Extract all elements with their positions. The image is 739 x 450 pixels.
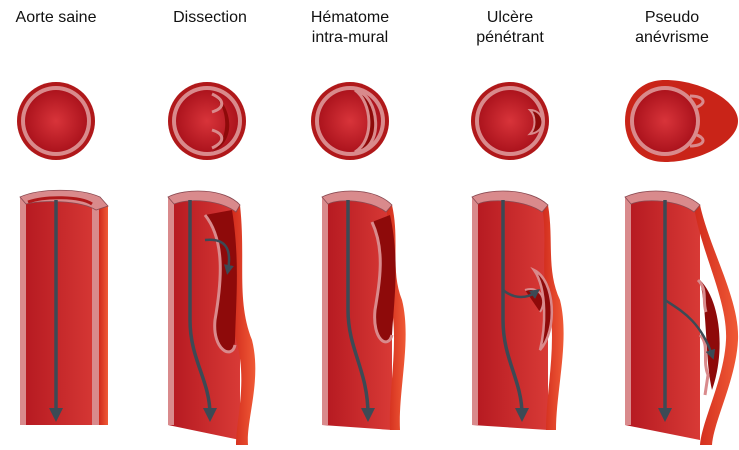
- panel-intramural-hematoma: [311, 82, 406, 430]
- panel-healthy: [17, 82, 108, 425]
- cross-section-healthy: [17, 82, 95, 160]
- panel-penetrating-ulcer: [471, 82, 564, 430]
- vessel-cutaway-pseudoaneurysm: [625, 191, 738, 445]
- cross-section-pseudoaneurysm: [625, 80, 738, 162]
- panel-pseudoaneurysm: [625, 80, 738, 445]
- vessel-cutaway-hematoma: [322, 191, 406, 430]
- vessel-cutaway-ulcer: [472, 191, 564, 430]
- cross-section-dissection: [168, 82, 246, 160]
- cross-section-ulcer: [471, 82, 549, 160]
- cross-section-hematoma: [311, 82, 389, 160]
- vessel-cutaway-healthy: [20, 190, 108, 425]
- panel-dissection: [168, 82, 255, 445]
- vessel-cutaway-dissection: [168, 191, 255, 445]
